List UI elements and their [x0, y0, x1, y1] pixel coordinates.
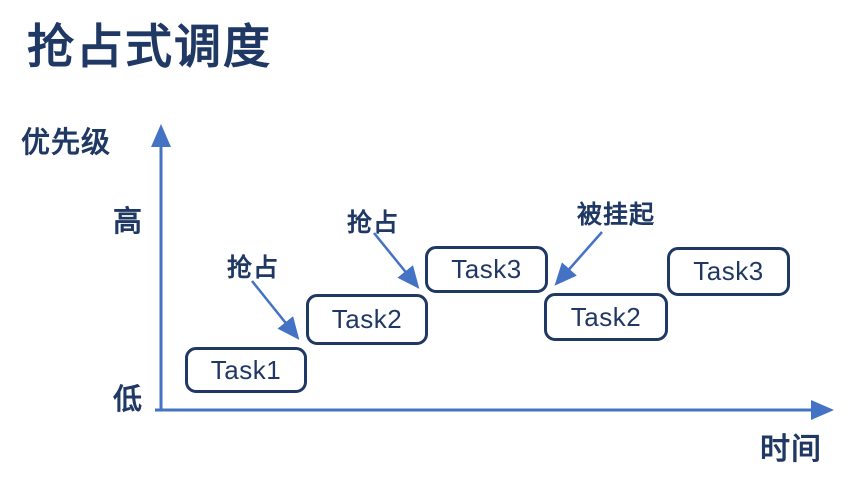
- task-box-task3-second: Task3: [667, 247, 790, 296]
- page-title: 抢占式调度: [27, 20, 272, 73]
- preempt-arrow-2: [373, 232, 420, 289]
- y-axis-low-label: 低: [113, 384, 143, 416]
- preempt-arrow-1: [251, 280, 300, 340]
- task-box-task1: Task1: [185, 347, 307, 393]
- y-axis-label: 优先级: [21, 127, 112, 159]
- task-box-task2-first: Task2: [306, 294, 428, 345]
- x-axis-arrow: [155, 400, 834, 420]
- suspended-arrow: [554, 231, 603, 286]
- annotation-preempt-2: 抢占: [347, 209, 400, 237]
- task-box-task3-first: Task3: [425, 246, 548, 293]
- annotation-preempt-1: 抢占: [227, 254, 280, 282]
- y-axis-arrow: [151, 124, 171, 409]
- annotation-suspended: 被挂起: [577, 201, 656, 229]
- y-axis-high-label: 高: [113, 206, 143, 238]
- task-box-task2-second: Task2: [544, 293, 668, 341]
- x-axis-label: 时间: [760, 433, 822, 466]
